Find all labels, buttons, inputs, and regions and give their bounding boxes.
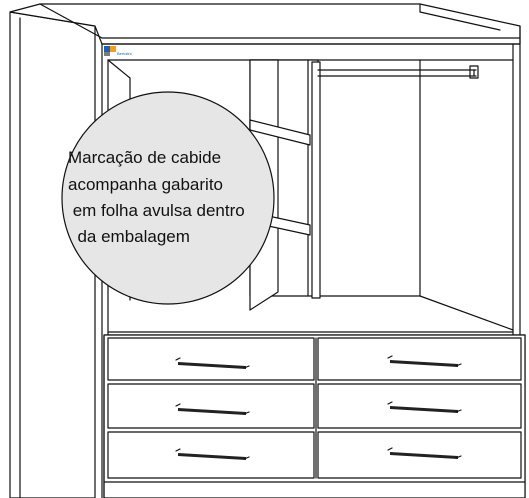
handle-5 [175, 448, 250, 460]
handle-1 [175, 357, 250, 369]
callout-line-3: em folha avulsa dentro [68, 201, 245, 220]
callout-line-4: da embalagem [68, 227, 190, 246]
drawer-4 [317, 383, 522, 429]
callout-line-2: acompanha gabarito [68, 175, 223, 194]
hanging-rod [317, 65, 479, 79]
brand-logo: Bertolini [104, 46, 132, 56]
drawer-3 [107, 383, 315, 429]
drawers [103, 334, 526, 498]
handle-3 [175, 403, 250, 415]
handle-2 [387, 355, 462, 367]
drawer-handles [175, 355, 462, 460]
handle-6 [387, 447, 462, 459]
drawer-2 [317, 337, 522, 381]
right-open-door [311, 61, 321, 299]
drawer-1 [107, 337, 315, 381]
callout: Marcação de cabide acompanha gabarito em… [61, 91, 275, 305]
logo-text: Bertolini [117, 51, 132, 56]
callout-line-1: Marcação de cabide [68, 148, 221, 167]
handle-4 [387, 401, 462, 413]
